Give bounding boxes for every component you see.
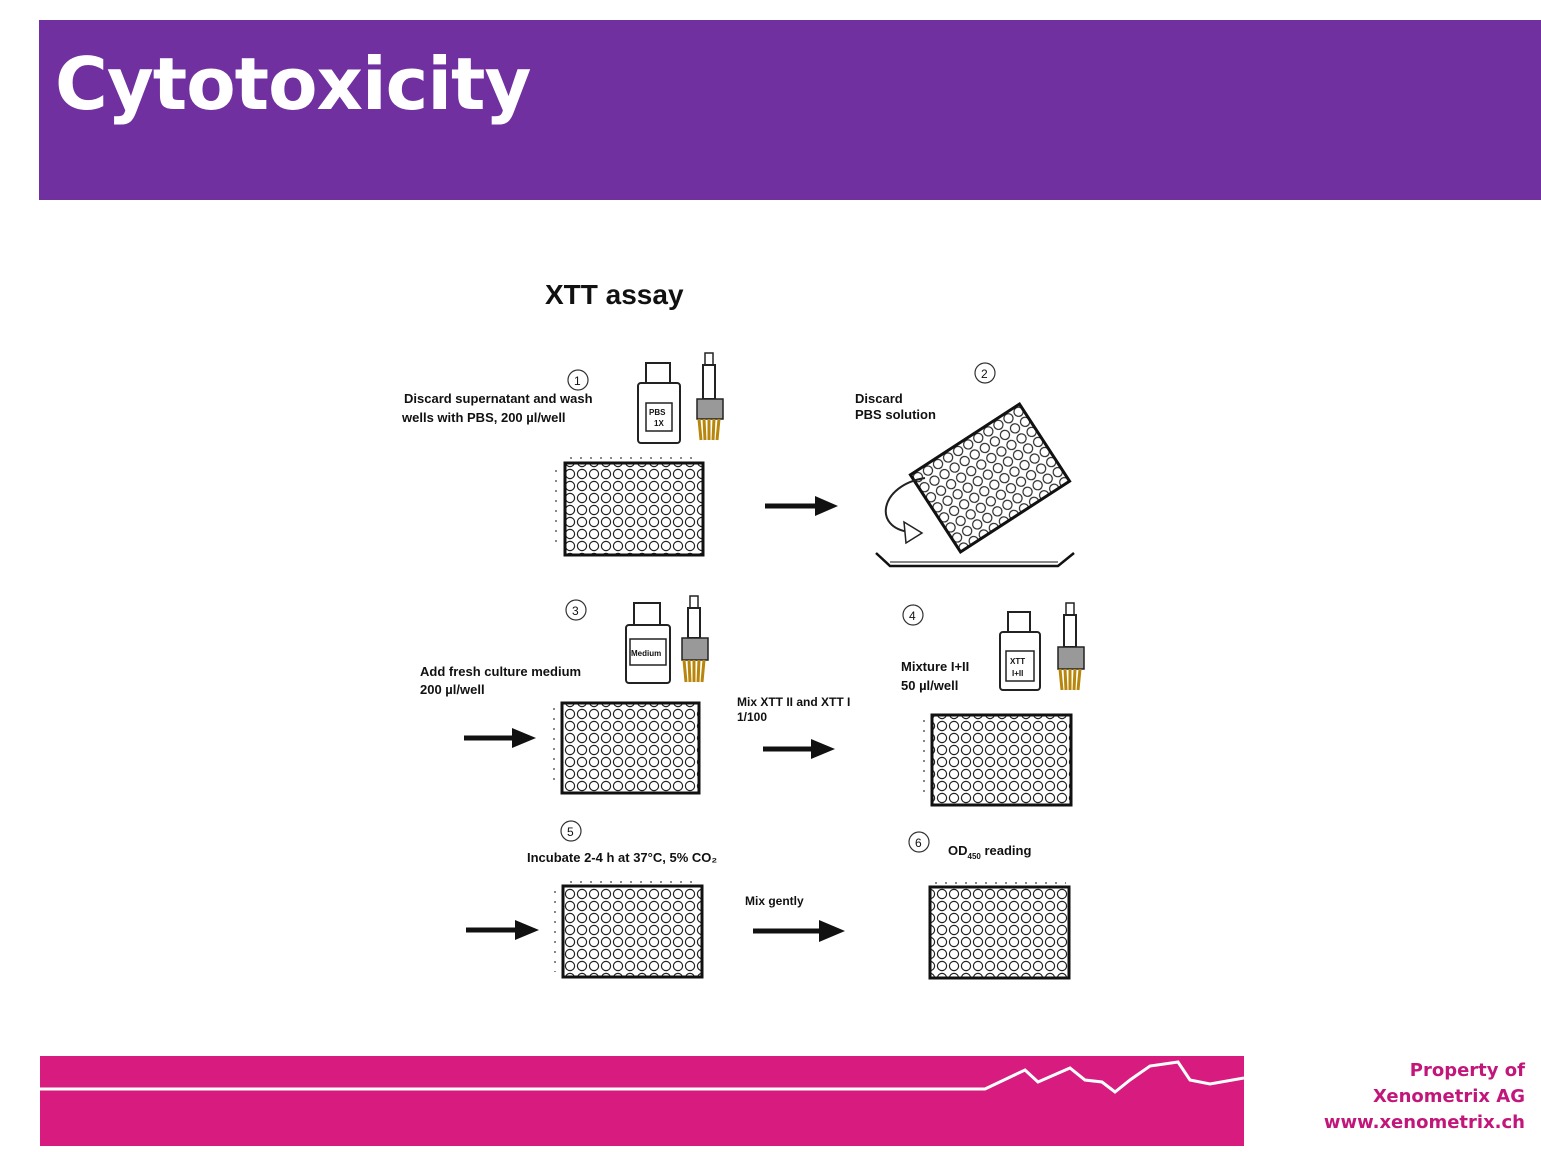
multichannel-pipette-icon bbox=[696, 352, 724, 441]
waste-tray bbox=[875, 552, 1075, 568]
multichannel-pipette-icon bbox=[681, 595, 709, 683]
step-5: 5 Incubate 2-4 h at 37°C, 5% CO₂ bbox=[466, 820, 717, 979]
step-number: 5 bbox=[567, 825, 574, 839]
step-label-line2: wells with PBS, 200 µl/well bbox=[401, 410, 566, 425]
step-number-circle bbox=[908, 831, 930, 853]
step-number: 3 bbox=[572, 604, 579, 618]
page-title: Cytotoxicity bbox=[55, 42, 531, 126]
od-wavelength: 450 bbox=[968, 852, 982, 861]
step-number: 1 bbox=[574, 374, 581, 388]
step-label-line2: 50 µl/well bbox=[901, 678, 958, 693]
step-label-line2: 200 µl/well bbox=[420, 682, 485, 697]
multichannel-pipette-icon bbox=[1057, 602, 1085, 691]
arrow-1-to-2 bbox=[765, 496, 838, 516]
step-3: 3 Add fresh culture medium 200 µl/well M… bbox=[420, 595, 709, 795]
well-plate bbox=[930, 713, 1073, 807]
step-label-line1: Discard bbox=[855, 391, 903, 406]
well-plate bbox=[560, 701, 701, 795]
step-label-line2: PBS solution bbox=[855, 407, 936, 422]
step-2: 2 Discard PBS solution bbox=[855, 362, 1075, 568]
step-number: 2 bbox=[981, 367, 988, 381]
step-label-line1: Add fresh culture medium bbox=[420, 664, 581, 679]
arrow-label-mix: Mix XTT II and XTT I bbox=[737, 695, 850, 709]
step-number-circle bbox=[567, 369, 589, 391]
footer-credit: Property of Xenometrix AG www.xenometrix… bbox=[1324, 1058, 1525, 1136]
well-plate bbox=[563, 461, 705, 557]
footer-website-link[interactable]: www.xenometrix.ch bbox=[1323, 1112, 1525, 1133]
step-label-line1: Discard supernatant and wash bbox=[404, 391, 593, 406]
well-plate bbox=[561, 884, 704, 979]
footer-line-1: Property of bbox=[1409, 1060, 1525, 1081]
step-4: 4 Mixture I+II 50 µl/well XTT I+II bbox=[901, 602, 1085, 807]
step-number: 6 bbox=[915, 836, 922, 850]
bottle-label: XTT bbox=[1010, 657, 1025, 666]
od-label: OD bbox=[948, 843, 968, 858]
step-6: 6 OD450 reading bbox=[908, 831, 1071, 980]
step-number-circle bbox=[902, 604, 924, 626]
reading-label: reading bbox=[981, 843, 1032, 858]
medium-bottle-icon: Medium bbox=[625, 602, 671, 684]
step-number: 4 bbox=[909, 609, 916, 623]
pour-arrow-icon bbox=[884, 477, 926, 533]
footer-line-2: Xenometrix AG bbox=[1373, 1086, 1525, 1107]
pbs-bottle-icon: PBS 1X bbox=[637, 362, 681, 444]
step-label-line1: OD450 reading bbox=[948, 843, 1031, 861]
bottle-label-2: 1X bbox=[654, 419, 664, 428]
step-number-circle bbox=[560, 820, 582, 842]
arrow-3-to-4: Mix XTT II and XTT I 1/100 bbox=[737, 695, 850, 759]
header-bar: Cytotoxicity bbox=[39, 20, 1541, 200]
well-plate bbox=[928, 885, 1071, 980]
arrow-label-ratio: 1/100 bbox=[737, 710, 767, 724]
step-1: 1 Discard supernatant and wash wells wit… bbox=[401, 352, 724, 557]
bottle-label-2: I+II bbox=[1012, 669, 1023, 678]
tilted-well-plate bbox=[908, 401, 1072, 555]
footer-band bbox=[40, 1056, 1244, 1146]
diagram-title: XTT assay bbox=[545, 279, 684, 310]
bottle-label: Medium bbox=[631, 649, 661, 658]
arrow-label-mix-gently: Mix gently bbox=[745, 894, 804, 908]
step-label-line1: Mixture I+II bbox=[901, 659, 969, 674]
bottle-label: PBS bbox=[649, 408, 666, 417]
arrow-5-to-6: Mix gently bbox=[745, 894, 845, 942]
step-number-circle bbox=[565, 599, 587, 621]
step-label-line1: Incubate 2-4 h at 37°C, 5% CO₂ bbox=[527, 850, 717, 865]
step-number-circle bbox=[974, 362, 996, 384]
xtt-bottle-icon: XTT I+II bbox=[999, 611, 1041, 691]
mountain-line bbox=[40, 1060, 1244, 1094]
